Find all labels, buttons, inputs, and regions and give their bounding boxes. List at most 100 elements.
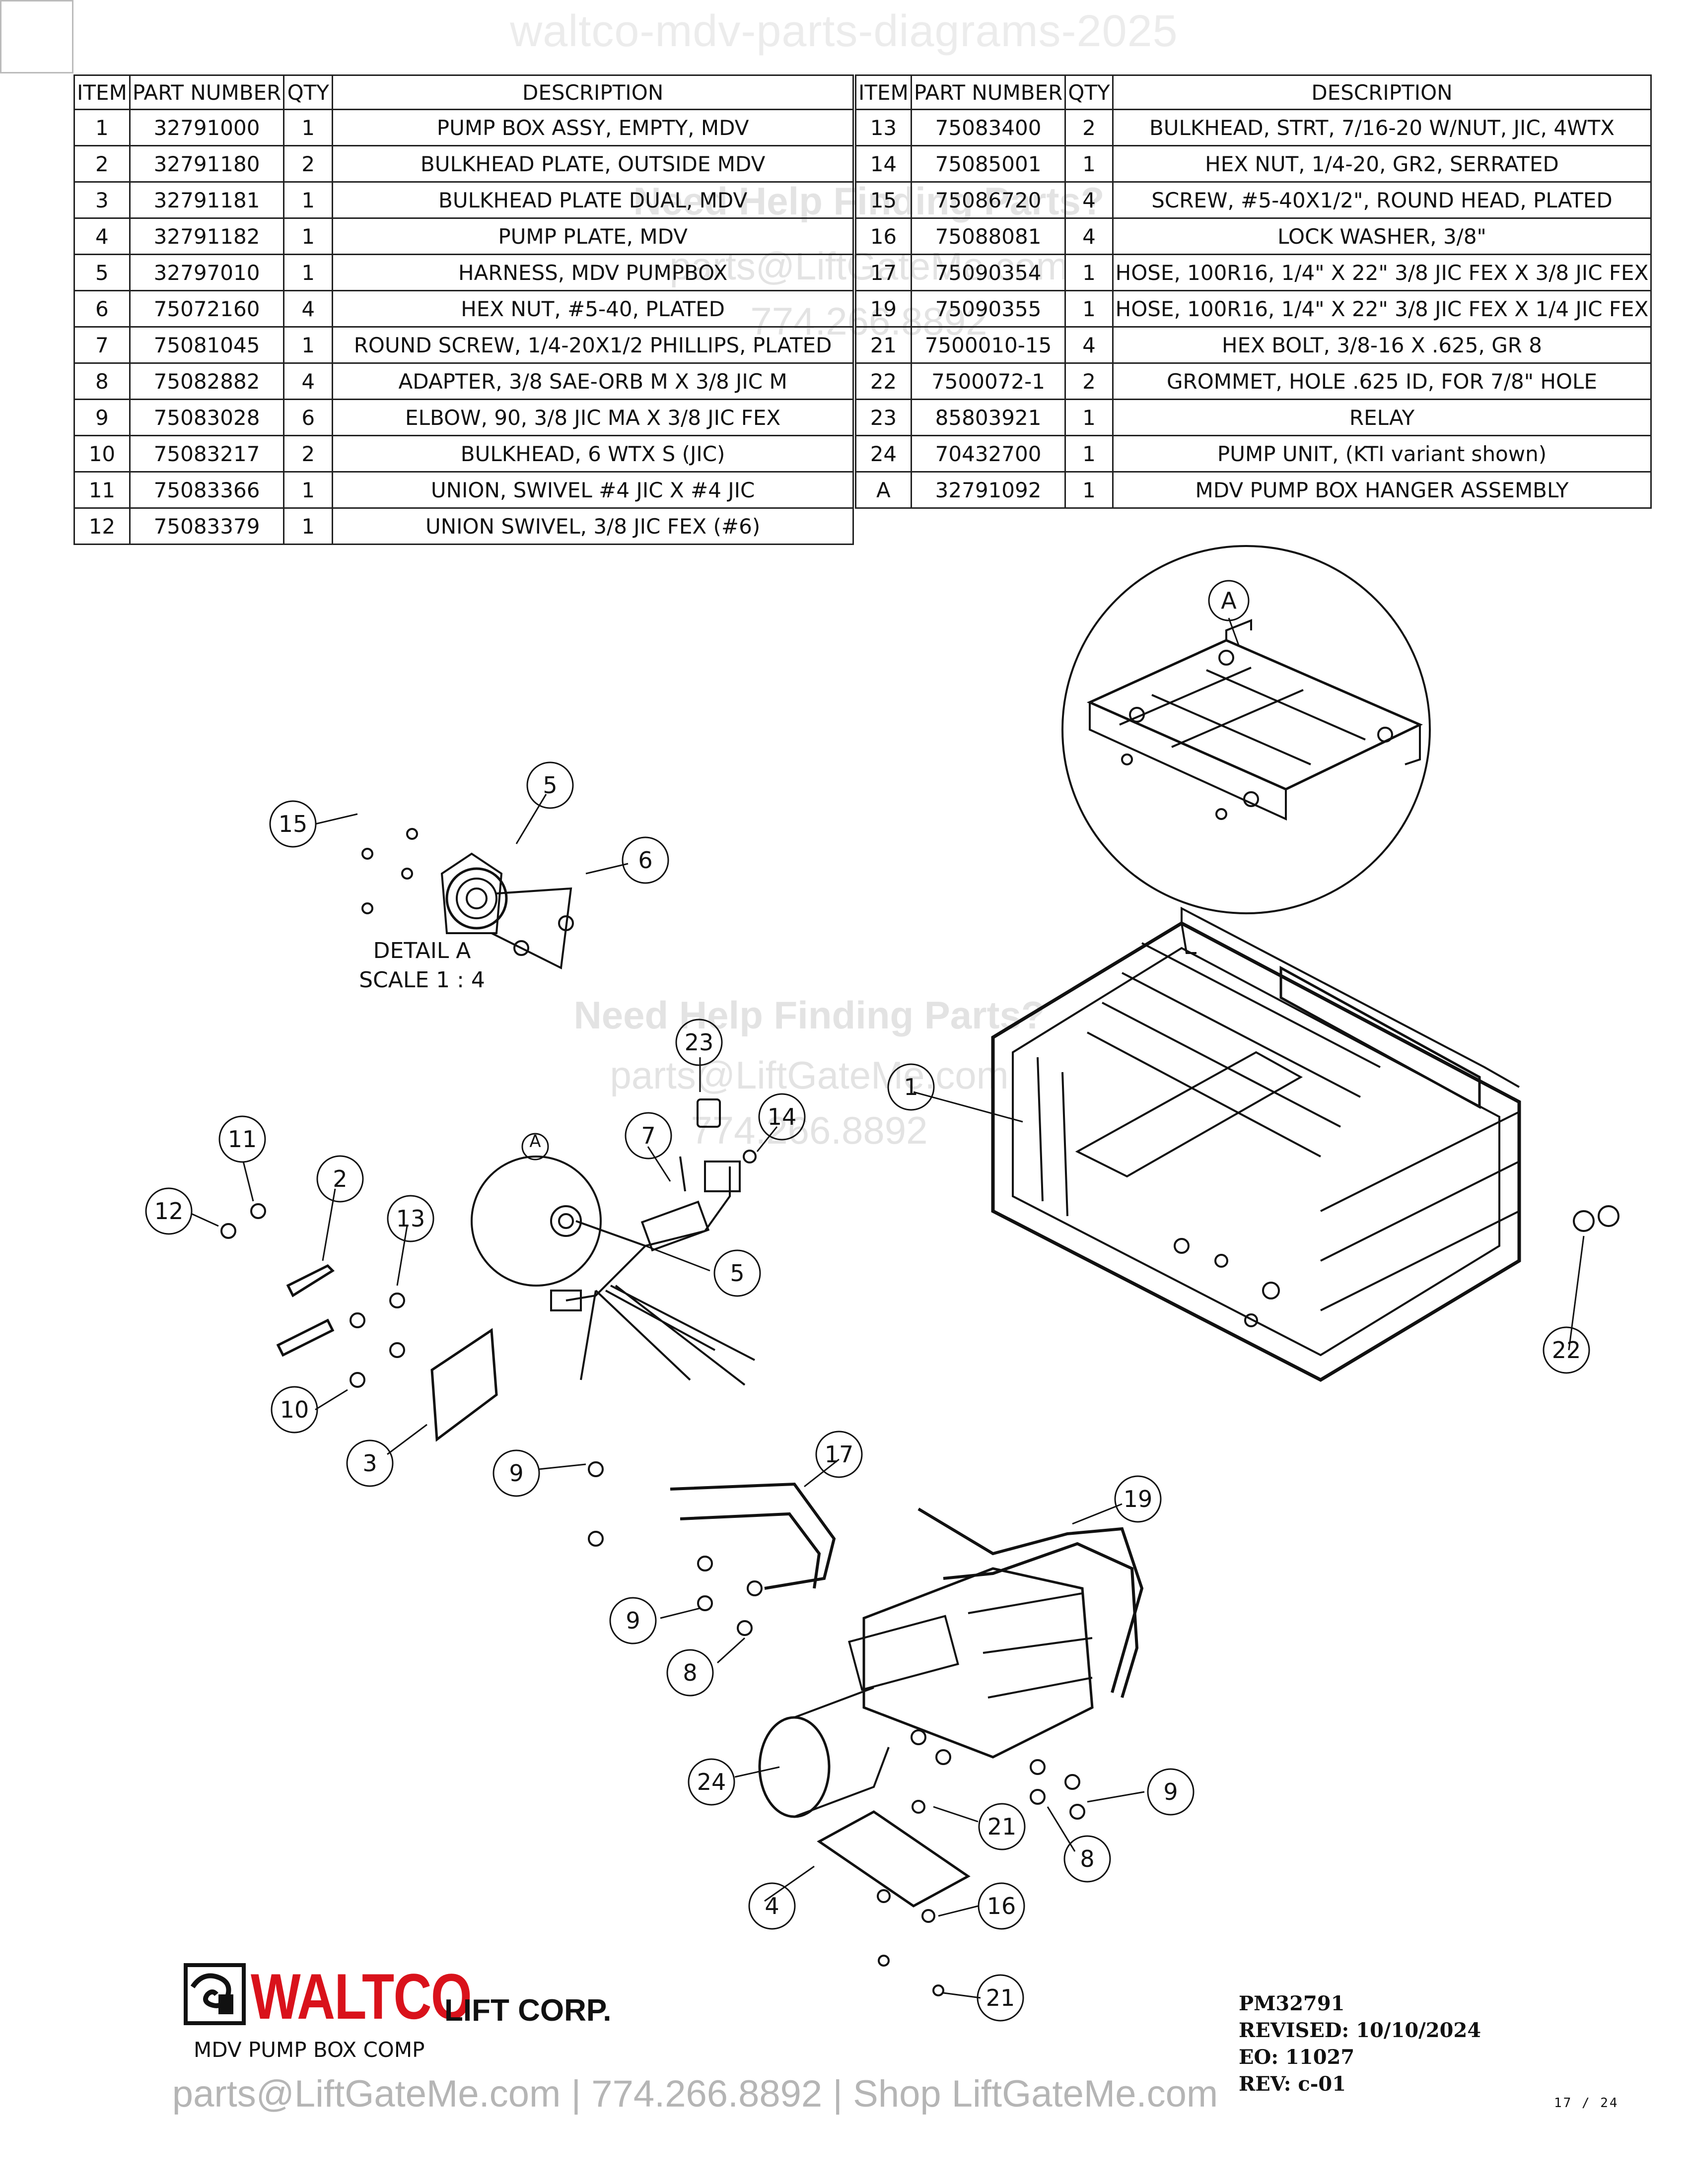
cell-qty: 1 [283, 254, 334, 291]
callout-8: 8 [683, 1659, 697, 1686]
document-watermark-title: waltco-mdv-parts-diagrams-2025 [510, 6, 1178, 56]
cell-item: 7 [73, 326, 131, 364]
callout-9: 9 [509, 1460, 523, 1487]
fitting-group-left [220, 1203, 405, 1388]
cell-item: 24 [855, 435, 912, 473]
page-number: 17 / 24 [1554, 2096, 1619, 2111]
col-description: DESCRIPTION [1112, 74, 1652, 110]
cell-description: ADAPTER, 3/8 SAE-ORB M X 3/8 JIC M [332, 362, 854, 400]
pump-plate-item-4 [817, 1810, 971, 1908]
cell-item: 22 [855, 362, 912, 400]
cell-description: PUMP BOX ASSY, EMPTY, MDV [332, 109, 854, 146]
cell-part-number: 75083028 [129, 399, 285, 436]
col-qty: QTY [283, 74, 334, 110]
cell-part-number: 32791180 [129, 145, 285, 183]
bulkhead-plate-item-3 [430, 1328, 498, 1442]
table-header-row: ITEM PART NUMBER QTY DESCRIPTION [73, 74, 854, 110]
cell-part-number: 7500072-1 [910, 362, 1066, 400]
screw-item-7 [679, 1156, 686, 1192]
cell-description: BULKHEAD, STRT, 7/16-20 W/NUT, JIC, 4WTX [1112, 109, 1652, 146]
cell-item: 16 [855, 217, 912, 255]
hose-item-19 [917, 1507, 1144, 1698]
exploded-parts-diagram: 5 15 6 A A 23 14 7 11 2 12 13 1 5 22 10 … [145, 545, 1619, 2022]
cell-item: A [855, 471, 912, 509]
callout-9c: 9 [1163, 1778, 1178, 1805]
waltco-wordmark: WALTCO [251, 1960, 472, 2033]
cell-part-number: 75083400 [910, 109, 1066, 146]
cell-description: LOCK WASHER, 3/8" [1112, 217, 1652, 255]
bulkhead-detail-assembly [361, 828, 574, 970]
col-qty: QTY [1064, 74, 1114, 110]
callout-14: 14 [768, 1103, 797, 1130]
cell-part-number: 32791000 [129, 109, 285, 146]
cell-description: HOSE, 100R16, 1/4" X 22" 3/8 JIC FEX X 1… [1112, 290, 1652, 328]
hex-nut-item-14 [743, 1150, 757, 1163]
cell-description: HEX NUT, #5-40, PLATED [332, 290, 854, 328]
watermark-phone: 774.266.8892 [691, 1108, 928, 1152]
cell-item: 17 [855, 254, 912, 291]
cell-item: 19 [855, 290, 912, 328]
cell-item: 3 [73, 181, 131, 219]
cell-qty: 1 [1064, 254, 1114, 291]
corner-frame [0, 0, 73, 73]
callout-22: 22 [1552, 1337, 1581, 1364]
cell-qty: 6 [283, 399, 334, 436]
cell-item: 14 [855, 145, 912, 183]
cell-description: ROUND SCREW, 1/4-20X1/2 PHILLIPS, PLATED [332, 326, 854, 364]
cell-item: 2 [73, 145, 131, 183]
cell-part-number: 32797010 [129, 254, 285, 291]
cell-description: HEX BOLT, 3/8-16 X .625, GR 8 [1112, 326, 1652, 364]
ram-mark [190, 1973, 233, 2014]
revised-date: REVISED: 10/10/2024 [1239, 2019, 1481, 2042]
detail-a-title: DETAIL A [373, 938, 471, 963]
cell-qty: 1 [283, 181, 334, 219]
callout-21: 21 [987, 1813, 1017, 1840]
bulkhead-plate-item-2b [276, 1318, 335, 1357]
callout-a-small: A [529, 1132, 541, 1152]
cell-part-number: 85803921 [910, 399, 1066, 436]
cell-item: 1 [73, 109, 131, 146]
detail-a-scale: SCALE 1 : 4 [359, 967, 485, 993]
callout-23: 23 [685, 1029, 714, 1056]
cell-qty: 2 [283, 435, 334, 473]
cell-description: PUMP UNIT, (KTI variant shown) [1112, 435, 1652, 473]
watermark-email: parts@LiftGateMe.com [610, 1053, 1009, 1097]
cell-qty: 4 [283, 290, 334, 328]
pm-number: PM32791 [1239, 1992, 1345, 2015]
col-item: ITEM [73, 74, 131, 110]
detail-a-label: DETAIL A SCALE 1 : 4 [348, 938, 496, 993]
pump-box [991, 906, 1521, 1382]
cell-description: HOSE, 100R16, 1/4" X 22" 3/8 JIC FEX X 3… [1112, 254, 1652, 291]
cell-description: UNION, SWIVEL #4 JIC X #4 JIC [332, 471, 854, 509]
cell-qty: 1 [283, 507, 334, 545]
col-part-number: PART NUMBER [910, 74, 1066, 110]
cell-part-number: 32791182 [129, 217, 285, 255]
callout-19: 19 [1124, 1486, 1153, 1512]
callout-7: 7 [641, 1122, 655, 1149]
cell-qty: 2 [1064, 362, 1114, 400]
cell-qty: 2 [283, 145, 334, 183]
cell-part-number: 75086720 [910, 181, 1066, 219]
detail-a-zoom-circle [471, 1156, 602, 1287]
grommets-item-22 [1573, 1205, 1619, 1232]
cell-qty: 1 [1064, 145, 1114, 183]
cell-part-number: 75072160 [129, 290, 285, 328]
callout-circles [145, 580, 1590, 2022]
cell-qty: 1 [283, 217, 334, 255]
cell-description: RELAY [1112, 399, 1652, 436]
cell-description: SCREW, #5-40X1/2", ROUND HEAD, PLATED [1112, 181, 1652, 219]
callout-9b: 9 [626, 1607, 640, 1634]
callout-12: 12 [154, 1198, 184, 1225]
